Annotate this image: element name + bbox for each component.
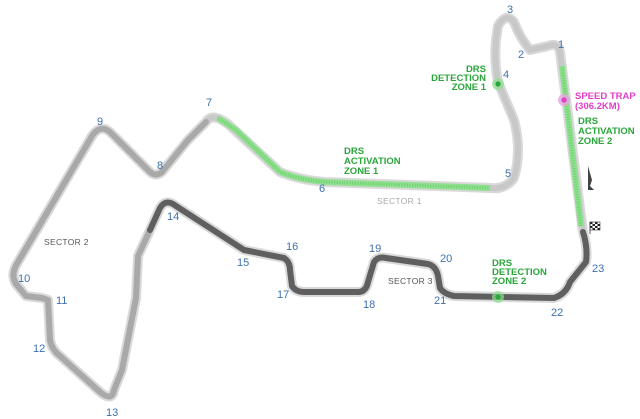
turn-8-label: 8 (157, 160, 163, 172)
turn-19-label: 19 (369, 243, 381, 255)
drs-detection-zone-1-label: DRS DETECTION ZONE 1 (431, 64, 487, 93)
turn-21-label: 21 (434, 295, 446, 307)
turn-23-label: 23 (592, 263, 604, 275)
turn-3-label: 3 (507, 4, 513, 16)
drs-detection-1-line-2: DETECTION (431, 73, 486, 84)
speed-trap-dot (561, 97, 567, 103)
drs-activation-zone-2-label: DRS ACTIVATION ZONE 2 (578, 116, 635, 147)
turn-11-label: 11 (56, 295, 67, 307)
sector-3-label: SECTOR 3 (388, 276, 433, 286)
sector-1-label: SECTOR 1 (377, 196, 422, 206)
drs-activation-2-line-1: DRS (578, 116, 598, 127)
turn-7-label: 7 (206, 97, 212, 109)
drs-activation-zone-2-dashes (560, 65, 583, 227)
turn-17-label: 17 (277, 289, 289, 301)
drs-activation-zone-1-dashes (217, 116, 491, 190)
drs-activation-zone-1-label: DRS ACTIVATION ZONE 1 (344, 146, 401, 177)
turn-12-label: 12 (33, 343, 45, 355)
turn-13-label: 13 (106, 407, 118, 419)
speed-trap-title: SPEED TRAP (575, 91, 636, 102)
drs-detection-1-dot (495, 81, 501, 87)
turn-4-label: 4 (503, 69, 509, 81)
drs-activation-1-line-2: ACTIVATION (344, 156, 401, 167)
speed-trap-label: SPEED TRAP (306.2KM) (575, 91, 636, 112)
turn-9-label: 9 (97, 116, 103, 128)
drs-activation-1-line-1: DRS (344, 146, 364, 157)
pit-lane-icon (588, 166, 594, 190)
drs-detection-2-line-2: DETECTION (492, 267, 547, 278)
turn-18-label: 18 (363, 299, 375, 311)
turn-15-label: 15 (237, 257, 249, 269)
drs-activation-2-line-3: ZONE 2 (578, 136, 612, 147)
turn-22-label: 22 (551, 307, 563, 319)
start-finish-flag-icon (589, 221, 601, 234)
turn-20-label: 20 (440, 253, 452, 265)
drs-detection-1-line-3: ZONE 1 (452, 82, 487, 93)
sector-3-track (147, 199, 590, 301)
turn-10-label: 10 (18, 273, 30, 285)
drs-detection-2-dot (495, 294, 501, 300)
drs-detection-1-line-1: DRS (466, 64, 486, 75)
sector-2-track (10, 119, 209, 400)
drs-activation-1-line-3: ZONE 1 (344, 166, 379, 177)
turn-1-label: 1 (558, 39, 564, 51)
drs-activation-2-line-2: ACTIVATION (578, 126, 635, 137)
turn-6-label: 6 (319, 183, 325, 195)
speed-trap-speed: (306.2KM) (575, 101, 620, 112)
drs-detection-2-line-1: DRS (492, 258, 512, 269)
drs-detection-zone-2-label: DRS DETECTION ZONE 2 (492, 258, 547, 287)
turn-5-label: 5 (505, 168, 511, 180)
turn-14-label: 14 (167, 211, 179, 223)
drs-detection-2-line-3: ZONE 2 (492, 276, 526, 287)
turn-2-label: 2 (518, 49, 524, 61)
track-outline (8, 12, 592, 402)
turn-16-label: 16 (286, 241, 298, 253)
sector-2-label: SECTOR 2 (44, 237, 89, 247)
